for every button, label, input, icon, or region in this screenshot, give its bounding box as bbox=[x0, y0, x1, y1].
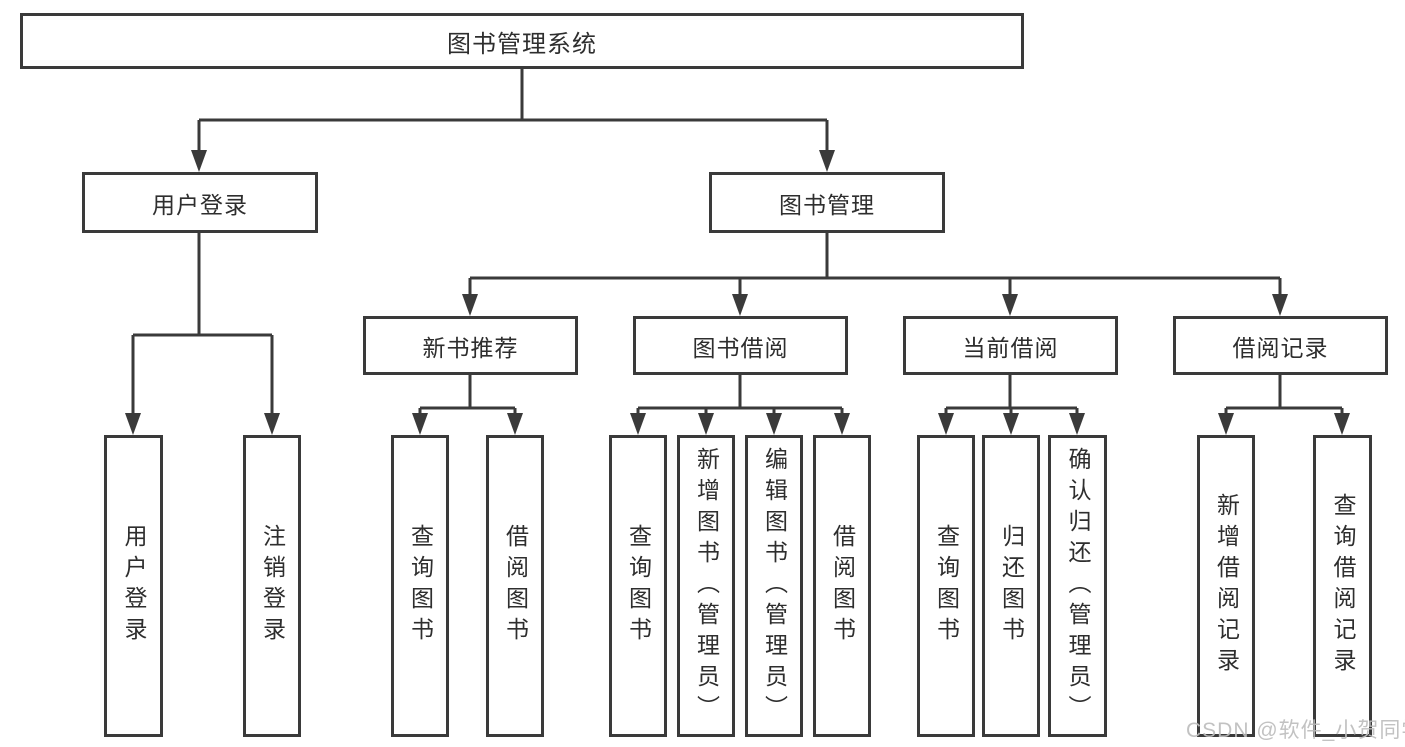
node-label: 图书管理 bbox=[779, 191, 875, 218]
node-borrow-records: 借阅记录 bbox=[1173, 316, 1388, 375]
leaf-query-books-recommend: 查询图书 bbox=[391, 435, 449, 737]
node-book-borrow: 图书借阅 bbox=[633, 316, 848, 375]
node-library-management-system: 图书管理系统 bbox=[20, 13, 1024, 69]
node-label: 新书推荐 bbox=[422, 334, 519, 361]
leaf-query-borrow-record: 查询借阅记录 bbox=[1313, 435, 1372, 737]
node-label: 当前借阅 bbox=[962, 334, 1059, 361]
node-label: 图书借阅 bbox=[692, 334, 789, 361]
leaf-query-books-borrow: 查询图书 bbox=[609, 435, 667, 737]
node-label: 借阅记录 bbox=[1232, 334, 1329, 361]
node-user-login: 用户登录 bbox=[82, 172, 318, 233]
leaf-query-books-current: 查询图书 bbox=[917, 435, 975, 737]
node-label: 用户登录 bbox=[152, 191, 248, 218]
leaf-borrow-books-recommend: 借阅图书 bbox=[486, 435, 544, 737]
leaf-edit-book-admin: 编辑图书（管理员） bbox=[745, 435, 803, 737]
node-book-management: 图书管理 bbox=[709, 172, 945, 233]
leaf-add-book-admin: 新增图书（管理员） bbox=[677, 435, 735, 737]
leaf-confirm-return-admin: 确认归还（管理员） bbox=[1048, 435, 1107, 737]
node-new-book-recommend: 新书推荐 bbox=[363, 316, 578, 375]
leaf-borrow-books: 借阅图书 bbox=[813, 435, 871, 737]
leaf-add-borrow-record: 新增借阅记录 bbox=[1197, 435, 1255, 737]
leaf-user-login: 用户登录 bbox=[104, 435, 163, 737]
leaf-return-book: 归还图书 bbox=[982, 435, 1040, 737]
leaf-logout-login: 注销登录 bbox=[243, 435, 301, 737]
watermark: CSDN @软件_小贺同学 bbox=[1186, 719, 1405, 742]
node-current-borrow: 当前借阅 bbox=[903, 316, 1118, 375]
node-label: 图书管理系统 bbox=[447, 30, 597, 58]
